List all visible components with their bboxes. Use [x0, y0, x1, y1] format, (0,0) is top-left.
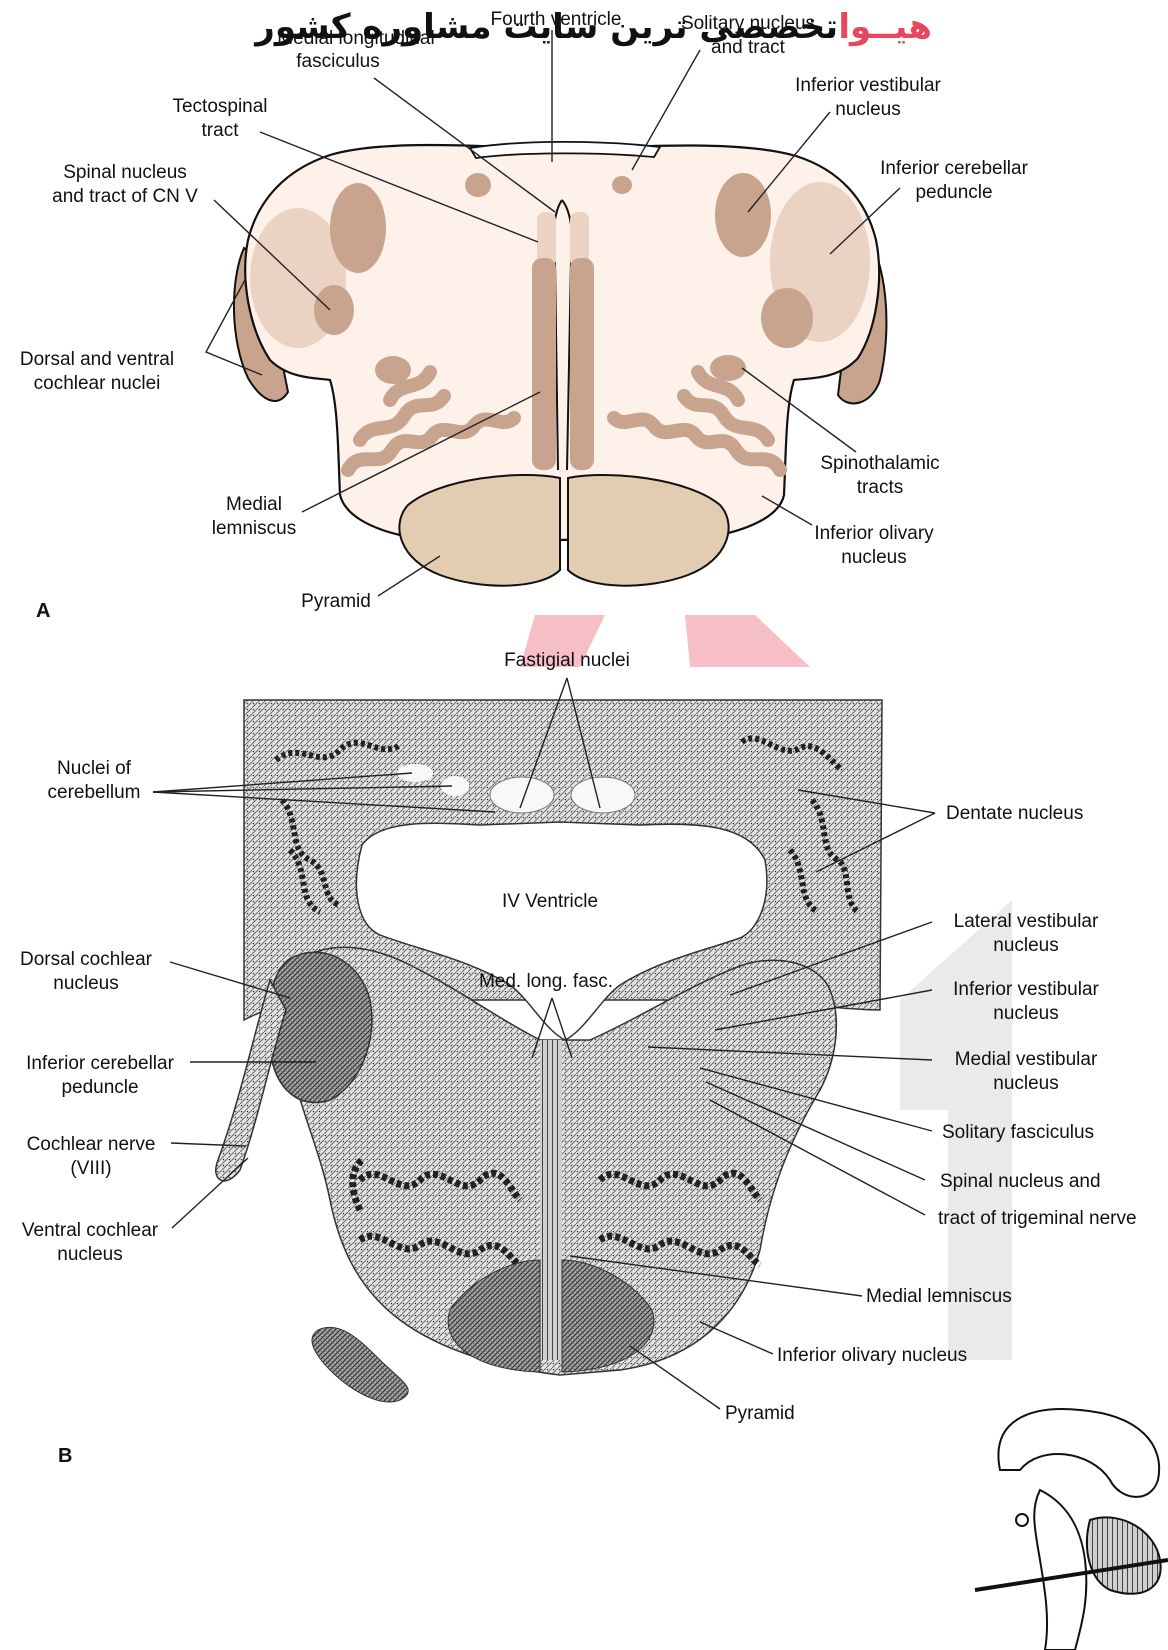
label-iv-ventricle: IV Ventricle [502, 891, 598, 912]
spinothalamic-left [375, 356, 411, 384]
spinal-trigeminal-right [761, 288, 813, 348]
orientation-inset [975, 1409, 1168, 1650]
inset-cerebellum [1087, 1517, 1161, 1593]
label-cochlear-nerve: Cochlear nerve [27, 1134, 156, 1155]
label-spinal-trigeminal-b: Spinal nucleus and [940, 1171, 1101, 1192]
label-nuclei-cerebellum: Nuclei of [57, 758, 132, 779]
label-solitary-fasciculus: Solitary fasciculus [942, 1122, 1094, 1143]
label-spinothalamic-2: tracts [857, 477, 903, 498]
label-med-long-fasc: Med. long. fasc. [479, 971, 613, 992]
medial-lemniscus-left [532, 258, 556, 470]
inset-cerebrum [998, 1409, 1159, 1497]
label-lateral-vestibular-2: nucleus [993, 935, 1059, 956]
fastigial-right [571, 777, 635, 813]
watermark-shape-right [685, 615, 810, 667]
label-mlf-2: fasciculus [296, 51, 379, 72]
label-inferior-olivary-2: nucleus [841, 547, 907, 568]
solitary-right [612, 176, 632, 194]
label-fastigial: Fastigial nuclei [504, 650, 630, 671]
label-ventral-cochlear: Ventral cochlear [22, 1220, 159, 1241]
label-lateral-vestibular: Lateral vestibular [954, 911, 1099, 932]
label-inferior-olivary-b: Inferior olivary nucleus [777, 1345, 967, 1366]
inset-node [1016, 1514, 1028, 1526]
inset-brainstem [1034, 1490, 1086, 1650]
label-pyramid-b: Pyramid [725, 1403, 795, 1424]
label-spinal-v: Spinal nucleus [63, 162, 187, 183]
panel-a: Fourth ventricle Medial longitudinal fas… [20, 9, 1029, 622]
label-nuclei-cerebellum-2: cerebellum [48, 782, 141, 803]
inferior-vestibular-left [330, 183, 386, 273]
panel-a-letter: A [36, 600, 50, 622]
label-inferior-vestibular: Inferior vestibular [795, 75, 941, 96]
label-dorsal-cochlear-2: nucleus [53, 973, 119, 994]
label-tectospinal: Tectospinal [172, 96, 267, 117]
fastigial-left [490, 777, 554, 813]
label-cochlear-nerve-2: (VIII) [70, 1158, 111, 1179]
label-icp-2: peduncle [915, 182, 992, 203]
label-dorsal-cochlear: Dorsal cochlear [20, 949, 153, 970]
label-tectospinal-2: tract [202, 120, 240, 141]
nucleus-cb-a [397, 764, 433, 782]
label-inferior-vestibular-b-2: nucleus [993, 1003, 1059, 1024]
medial-lemniscus-right [570, 258, 594, 470]
label-cochlear-nuclei-2: cochlear nuclei [34, 373, 161, 394]
watermark-brand: هیــوا [838, 7, 932, 47]
label-spinothalamic: Spinothalamic [820, 453, 939, 474]
small-nucleus-left [465, 173, 491, 197]
label-icp-b-2: peduncle [61, 1077, 138, 1098]
label-solitary-2: and tract [711, 37, 786, 58]
label-pyramid: Pyramid [301, 591, 371, 612]
label-inferior-olivary: Inferior olivary [814, 523, 934, 544]
panel-b-letter: B [58, 1445, 72, 1467]
label-spinal-trigeminal-b-2: tract of trigeminal nerve [938, 1208, 1137, 1229]
spinothalamic-right [710, 355, 746, 381]
label-inferior-vestibular-2: nucleus [835, 99, 901, 120]
label-spinal-v-2: and tract of CN V [52, 186, 198, 207]
label-medial-lemniscus-b: Medial lemniscus [866, 1286, 1012, 1307]
raphe-b [540, 1040, 562, 1360]
label-inferior-vestibular-b: Inferior vestibular [953, 979, 1099, 1000]
label-cochlear-nuclei: Dorsal and ventral [20, 349, 174, 370]
label-medial-vestibular-2: nucleus [993, 1073, 1059, 1094]
label-solitary: Solitary nucleus [681, 13, 815, 34]
label-ventral-cochlear-2: nucleus [57, 1244, 123, 1265]
spinal-trigeminal-left [314, 285, 354, 335]
pyramid-fragment [312, 1327, 408, 1402]
label-medial-vestibular: Medial vestibular [955, 1049, 1098, 1070]
inferior-vestibular-right [715, 173, 771, 257]
label-medial-lemniscus: Medial [226, 494, 282, 515]
label-medial-lemniscus-2: lemniscus [212, 518, 296, 539]
label-icp-b: Inferior cerebellar [26, 1053, 175, 1074]
label-fourth-ventricle: Fourth ventricle [491, 9, 622, 30]
label-icp: Inferior cerebellar [880, 158, 1029, 179]
label-dentate: Dentate nucleus [946, 803, 1083, 824]
label-mlf: Medial longitudinal [277, 28, 434, 49]
